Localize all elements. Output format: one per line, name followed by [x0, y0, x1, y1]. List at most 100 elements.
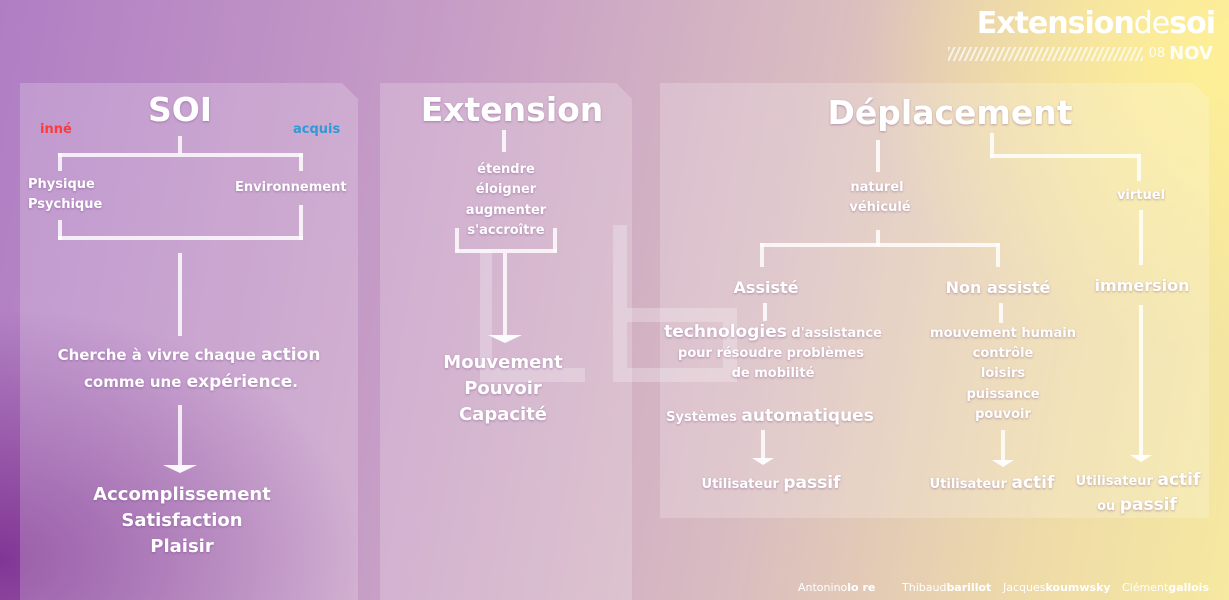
- bracket-right: [553, 228, 557, 252]
- utilisateur-virtuel-line1: Utilisateur actif: [1076, 470, 1201, 490]
- verb-item: étendre: [477, 162, 535, 177]
- bracket-bottom: [455, 249, 557, 253]
- connector: [876, 230, 880, 246]
- arrow-down-icon: [752, 458, 774, 465]
- credit-last: gallois: [1168, 581, 1209, 594]
- sentence-part: Cherche à vivre chaque: [57, 346, 262, 364]
- verb-item: augmenter: [465, 203, 547, 218]
- emphasis-passif: passif: [1119, 495, 1177, 515]
- branch-right: [996, 243, 1000, 267]
- title-part-soi: soi: [1169, 6, 1216, 41]
- result-plaisir: Plaisir: [150, 536, 214, 557]
- arrow-down-icon: [488, 335, 522, 343]
- credit-first: Antonino: [798, 581, 848, 594]
- emphasis-passif: passif: [783, 473, 841, 493]
- label-virtuel: virtuel: [1116, 188, 1166, 203]
- branch-left: [760, 243, 764, 267]
- arrow-shaft: [503, 253, 507, 335]
- emphasis-actif: actif: [1157, 470, 1201, 490]
- soi-sentence-line2: comme une expérience.: [84, 372, 298, 392]
- connector: [999, 303, 1003, 323]
- non-item: puissance: [966, 387, 1040, 402]
- extension-title: Extension: [420, 90, 604, 129]
- sentence-part: .: [292, 373, 298, 391]
- header-date: 08 NOV: [947, 43, 1213, 64]
- bracket-left-bottom: [58, 220, 62, 240]
- hatch-decoration: [947, 46, 1143, 61]
- tech-line3: de mobilité: [731, 366, 815, 381]
- label-inne: inné: [40, 122, 72, 137]
- bracket-bottom: [58, 236, 303, 240]
- credit-item: Jacqueskoumwsky: [1003, 581, 1111, 594]
- connector: [876, 140, 880, 172]
- credit-item: Antoninolo re: [798, 581, 875, 594]
- verb-item: éloigner: [475, 182, 537, 197]
- bracket-left: [455, 228, 459, 252]
- result-pouvoir: Pouvoir: [464, 378, 542, 399]
- utilisateur-actif: Utilisateur actif: [930, 473, 1055, 493]
- credit-first: Thibaud: [902, 581, 947, 594]
- header-title: Extensiondesoi: [976, 6, 1216, 41]
- arrow-shaft: [1139, 305, 1143, 455]
- panel-deplacement: [660, 83, 1209, 518]
- text-part: ou: [1097, 499, 1120, 514]
- result-capacite: Capacité: [458, 404, 548, 425]
- label-naturel: naturel: [850, 180, 904, 195]
- branch-horizontal: [760, 243, 1000, 247]
- emphasis-automatiques: automatiques: [741, 406, 874, 426]
- connector: [990, 133, 994, 158]
- arrow-shaft: [1001, 430, 1005, 460]
- sentence-emphasis-action: action: [261, 345, 321, 365]
- text-part: Utilisateur: [701, 477, 784, 492]
- arrow-shaft: [178, 405, 182, 465]
- emphasis-technologies: technologies: [664, 322, 787, 342]
- label-psychique: Psychique: [28, 197, 103, 212]
- connector-horizontal: [990, 154, 1140, 158]
- connector-vertical: [178, 253, 182, 336]
- label-non-assiste: Non assisté: [945, 278, 1051, 297]
- title-part-de: de: [1133, 6, 1170, 41]
- text-part: Utilisateur: [1075, 474, 1158, 489]
- arrow-down-icon: [1130, 455, 1152, 462]
- connector: [763, 303, 767, 321]
- bracket-top: [58, 153, 303, 157]
- credit-first: Jacques: [1003, 581, 1046, 594]
- credit-item: Thibaudbarillot: [902, 581, 991, 594]
- connector: [178, 136, 182, 154]
- credit-item: Clémentgallois: [1122, 581, 1209, 594]
- text-part: d'assistance: [786, 326, 882, 341]
- arrow-down-icon: [992, 460, 1014, 467]
- credit-last: lo re: [847, 581, 876, 594]
- result-accomplissement: Accomplissement: [93, 484, 271, 505]
- tech-line1: technologies d'assistance: [664, 322, 882, 342]
- text-part: Utilisateur: [929, 477, 1012, 492]
- credit-last: barillot: [946, 581, 992, 594]
- title-part-extension: Extension: [976, 6, 1135, 41]
- utilisateur-passif: Utilisateur passif: [702, 473, 841, 493]
- systemes-automatiques: Systèmes automatiques: [666, 406, 874, 426]
- non-item: pouvoir: [975, 407, 1031, 422]
- arrow-down-icon: [163, 465, 197, 473]
- emphasis-actif: actif: [1011, 473, 1055, 493]
- credit-last: koumwsky: [1045, 581, 1111, 594]
- label-vehicule: véhiculé: [849, 200, 911, 215]
- text-part: Systèmes: [666, 410, 742, 425]
- deplacement-title: Déplacement: [827, 93, 1073, 132]
- bracket-left-top: [58, 153, 62, 171]
- bracket-right-bottom: [299, 205, 303, 240]
- label-physique: Physique: [28, 177, 95, 192]
- connector: [502, 130, 506, 152]
- connector: [1137, 154, 1141, 181]
- label-immersion: immersion: [1094, 276, 1190, 295]
- credit-first: Clément: [1122, 581, 1169, 594]
- non-item: loisirs: [980, 366, 1026, 381]
- label-environnement: Environnement: [235, 180, 347, 195]
- result-satisfaction: Satisfaction: [121, 510, 243, 531]
- non-item: contrôle: [972, 346, 1034, 361]
- watermark-logo: [480, 225, 737, 382]
- sentence-part: comme une: [84, 373, 187, 391]
- label-assiste: Assisté: [733, 278, 799, 297]
- sentence-emphasis-experience: expérience: [186, 372, 293, 392]
- soi-title: SOI: [147, 90, 213, 129]
- date-month: NOV: [1169, 43, 1213, 64]
